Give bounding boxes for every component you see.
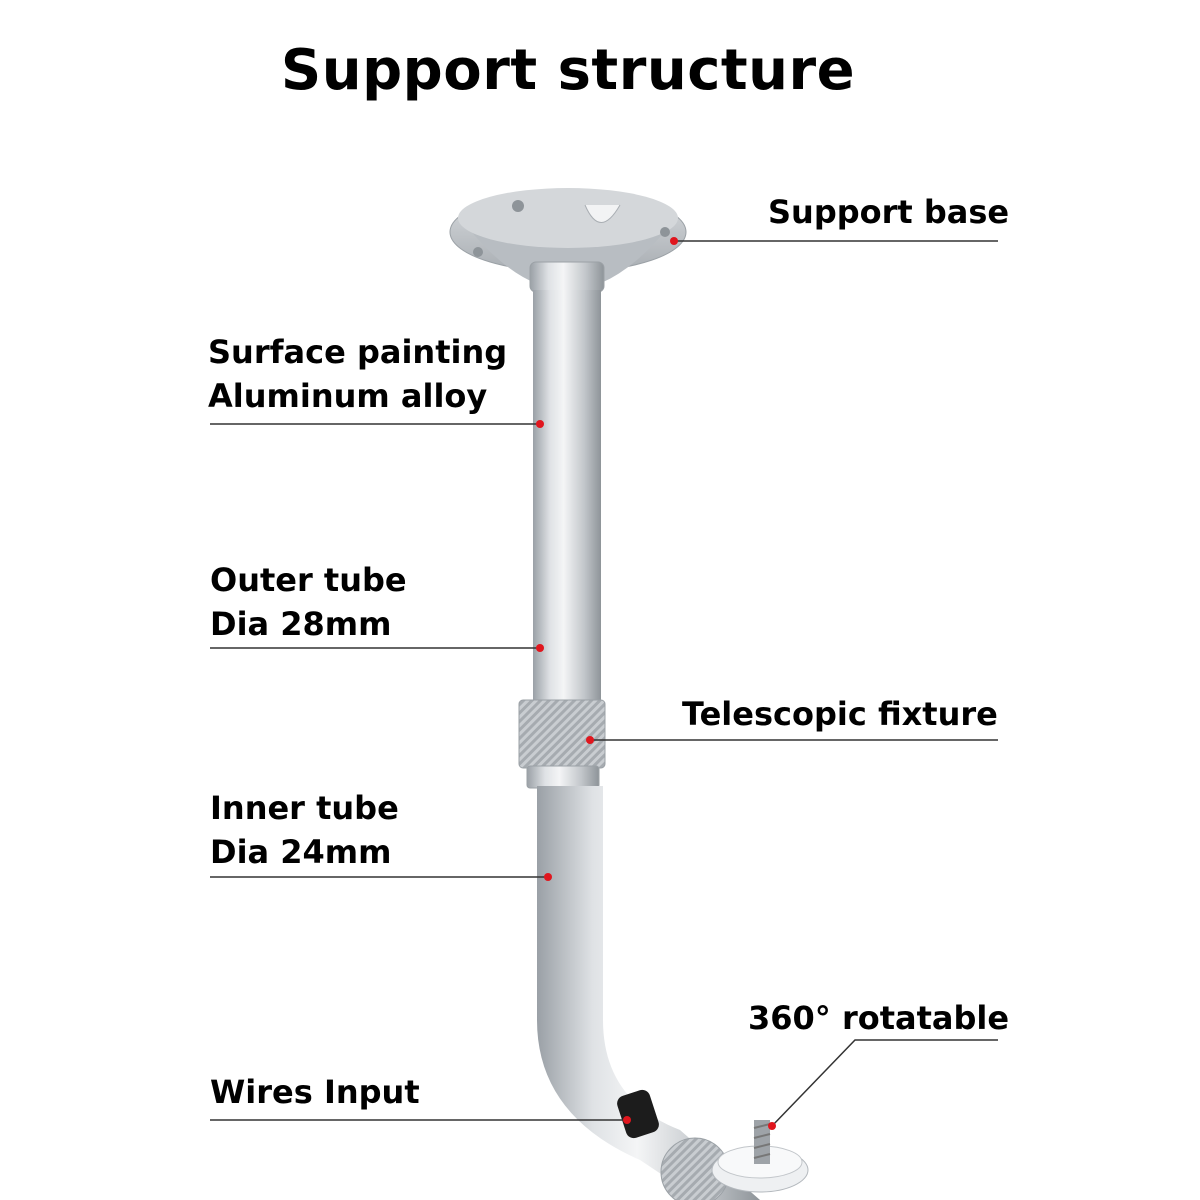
rotatable-screw — [711, 1120, 809, 1193]
marker-telescopic — [586, 736, 594, 744]
marker-rotatable — [768, 1122, 776, 1130]
label-support-base: Support base — [768, 193, 1010, 231]
page-title: Support structure — [280, 38, 856, 103]
marker-support-base — [670, 237, 678, 245]
label-wires-input: Wires Input — [210, 1073, 420, 1111]
outer-tube — [533, 290, 601, 702]
label-rotatable: 360° rotatable — [748, 999, 1010, 1037]
label-surface-painting: Surface painting Aluminum alloy — [208, 333, 508, 415]
inner-tube — [537, 786, 760, 1200]
wire-input-slot — [617, 1089, 659, 1139]
marker-surface — [536, 420, 544, 428]
base-collar — [529, 261, 605, 293]
telescopic-fixture-part — [518, 699, 606, 789]
marker-inner-tube — [544, 873, 552, 881]
support-base-part — [449, 188, 687, 290]
label-outer-tube: Outer tube Dia 28mm — [210, 561, 407, 643]
label-inner-tube: Inner tube Dia 24mm — [210, 789, 399, 871]
label-telescopic-fixture: Telescopic fixture — [682, 695, 998, 733]
marker-outer-tube — [536, 644, 544, 652]
marker-wires — [623, 1116, 631, 1124]
leader-rotatable — [771, 1039, 998, 1127]
